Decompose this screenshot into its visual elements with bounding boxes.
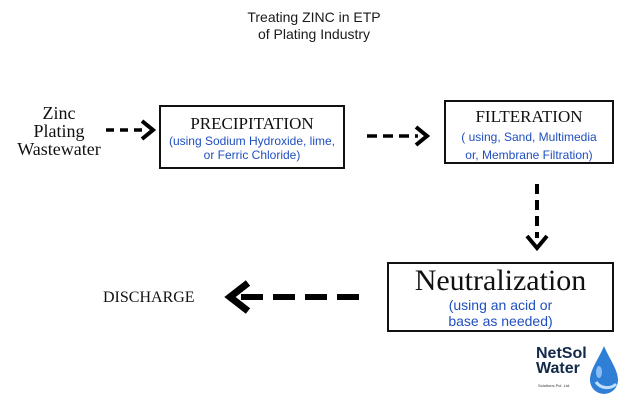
- source-label: Zinc Plating Wastewater: [12, 104, 106, 158]
- title-line-2: of Plating Industry: [257, 26, 371, 42]
- source-line-3: Wastewater: [17, 139, 101, 159]
- neutralization-detail-2: base as needed): [448, 313, 553, 329]
- precipitation-detail-1: (using Sodium Hydroxide, lime,: [168, 134, 336, 148]
- netsol-water-logo: NetSol Water Solutions Pvt. Ltd.: [536, 342, 622, 400]
- logo-wordmark: NetSol Water: [536, 345, 587, 377]
- source-line-2: Plating: [33, 121, 85, 141]
- filtration-detail-1: ( using, Sand, Multimedia: [461, 130, 597, 144]
- diagram-title: Treating ZINC in ETP of Plating Industry: [0, 9, 628, 43]
- logo-line-2: Water: [536, 360, 580, 377]
- logo-tagline: Solutions Pvt. Ltd.: [538, 383, 571, 388]
- arrow-neutralization-to-discharge: [224, 280, 359, 314]
- precipitation-detail-2: or Ferric Chloride): [203, 148, 301, 162]
- arrow-precipitation-to-filtration: [367, 125, 431, 147]
- precipitation-box: PRECIPITATION (using Sodium Hydroxide, l…: [159, 105, 345, 169]
- filtration-detail-2: or, Membrane Filtration): [465, 148, 593, 162]
- filtration-box: FILTERATION ( using, Sand, Multimedia or…: [444, 100, 614, 164]
- neutralization-detail-1: (using an acid or: [448, 297, 553, 313]
- water-drop-icon: [590, 346, 618, 394]
- filtration-heading: FILTERATION: [475, 107, 583, 126]
- discharge-label: DISCHARGE: [103, 289, 195, 306]
- logo-line-1: NetSol: [536, 345, 587, 362]
- title-line-1: Treating ZINC in ETP: [247, 9, 381, 25]
- neutralization-heading: Neutralization: [414, 264, 587, 297]
- arrow-filtration-to-neutralization: [525, 184, 549, 252]
- precipitation-heading: PRECIPITATION: [190, 114, 314, 133]
- neutralization-box: Neutralization (using an acid or base as…: [387, 262, 614, 332]
- arrow-source-to-precipitation: [106, 119, 157, 141]
- source-line-1: Zinc: [42, 103, 76, 123]
